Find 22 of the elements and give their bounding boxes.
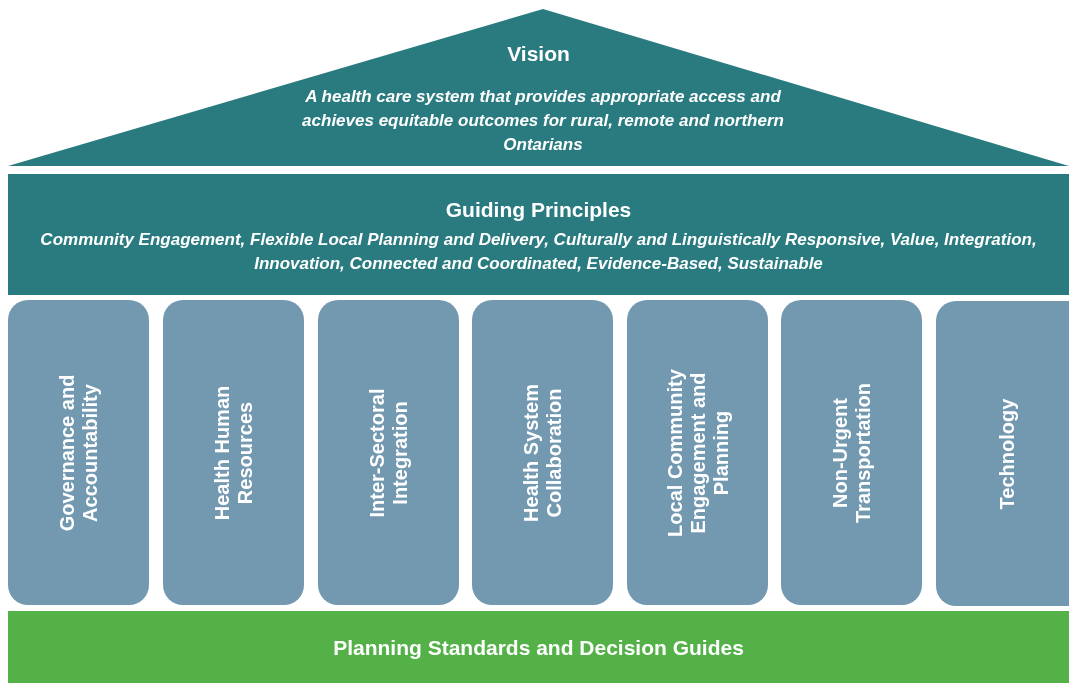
pillar: [163, 300, 304, 605]
pillar-label: Inter-Sectoral Integration: [365, 387, 412, 519]
pillar-label: Non-Urgent Transportation: [828, 381, 875, 525]
pillar-label: Technology: [995, 397, 1018, 512]
principles-band: [8, 174, 1069, 295]
vision-statement: A health care system that provides appropriate access and achieves equitable outcomes for rural, remote and northern Ontarians: [301, 86, 785, 156]
pillar: [936, 301, 1069, 606]
pillar-label: Local Community Engagement and Planning: [663, 367, 732, 539]
pillar: [627, 300, 768, 605]
principles-list: Community Engagement, Flexible Local Planning and Delivery, Culturally and Linguistically Responsive, Value, Integration, Innovation, Connected and Coordinated, Evidence-Based, Sustainable: [8, 228, 1069, 276]
pillar: [8, 300, 149, 605]
principles-heading: Guiding Principles: [444, 198, 633, 222]
pillar: [318, 300, 459, 605]
pillar: [781, 300, 922, 605]
pillar-label: Health System Collaboration: [519, 382, 566, 524]
pillar-label: Governance and Accountability: [55, 373, 102, 533]
foundation-label: Planning Standards and Decision Guides: [332, 636, 745, 660]
pillar-label: Health Human Resources: [210, 384, 257, 522]
pillar: [472, 300, 613, 605]
roof-triangle: [8, 9, 1069, 166]
foundation-band: [8, 611, 1069, 683]
vision-heading: Vision: [506, 42, 571, 66]
